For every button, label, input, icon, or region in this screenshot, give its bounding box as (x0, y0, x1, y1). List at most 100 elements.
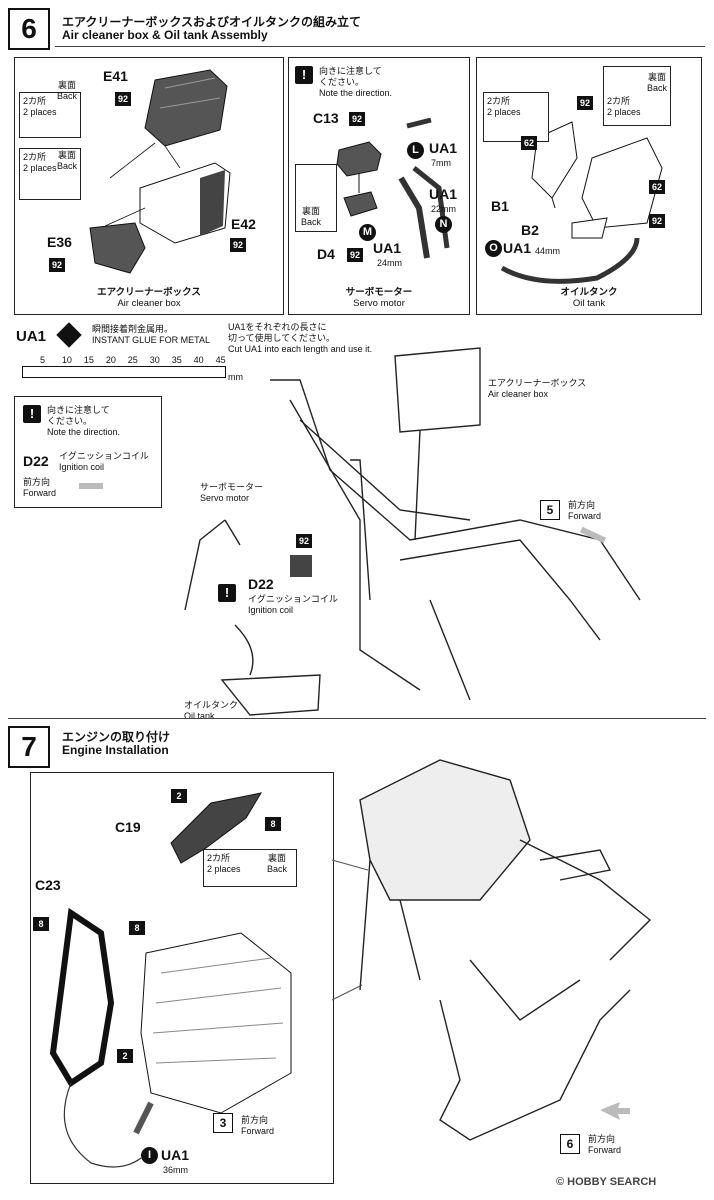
step-6-number: 6 (8, 8, 50, 50)
badge-92-a: 92 (115, 92, 131, 106)
step-7-title-en: Engine Installation (62, 743, 169, 757)
ruler (22, 366, 226, 378)
oil-badge-92-a: 92 (577, 96, 593, 110)
ua-letter-l: L (407, 142, 424, 159)
ruler-tick-label: 40 (193, 355, 204, 365)
ua-n-length: 22mm (431, 204, 457, 214)
oil-badge-92-b: 92 (649, 214, 665, 228)
ua-letter-i: I (141, 1147, 158, 1164)
engine-places-box (203, 849, 297, 887)
ua-letter-n: N (435, 216, 452, 233)
ua-i-length: 36mm (163, 1165, 189, 1175)
engine-badge-8-b: 8 (33, 917, 49, 931)
oil-places-box-2 (603, 66, 671, 126)
ruler-unit: mm (228, 372, 243, 382)
air-cleaner-caption-jp: エアクリーナーボックス (97, 287, 201, 298)
glue-code: UA1 (16, 328, 47, 345)
step-7-title-jp: エンジンの取り付け (62, 730, 171, 744)
forward-arrow-icon (79, 483, 103, 489)
ignition-part: D22 (23, 453, 49, 469)
ua-i-label: UA1 (161, 1147, 190, 1163)
step-6-title-en: Air cleaner box & Oil tank Assembly (62, 28, 268, 42)
ua-o-label: UA1 (503, 240, 532, 256)
frame-forward-arrow-icon (579, 526, 607, 544)
ua-n-label: UA1 (429, 186, 458, 202)
engine-ref-step-3: 3 (213, 1113, 233, 1133)
engine-badge-2-b: 2 (117, 1049, 133, 1063)
ruler-tick-label: 15 (83, 355, 94, 365)
servo-caption-en: Servo motor (353, 298, 405, 309)
ignition-note-icon: ! (23, 405, 41, 423)
part-c13: C13 (313, 110, 339, 126)
servo-caption-jp: サーボモーター (345, 287, 413, 298)
places-box-1 (19, 92, 81, 138)
ua-o-length: 44mm (535, 246, 561, 256)
engine-drawing (49, 792, 292, 1168)
glue-cut-note: UA1をそれぞれの長さに 切って使用してください。Cut UA1 into ea… (228, 322, 373, 354)
frame-ref-step-6: 6 (560, 1134, 580, 1154)
step-7-rule-top (8, 718, 706, 719)
part-c23: C23 (35, 877, 61, 893)
glue-diamond-icon (56, 322, 82, 348)
ruler-tick-label: 35 (171, 355, 182, 365)
ruler-tick-label: 45 (215, 355, 226, 365)
places-box-2 (19, 148, 81, 200)
ua-l-label: UA1 (429, 140, 458, 156)
ruler-tick-label: 25 (127, 355, 138, 365)
ua-letter-o: O (485, 240, 502, 257)
part-e36: E36 (47, 234, 72, 250)
part-c19: C19 (115, 819, 141, 835)
oil-places-box-1 (483, 92, 549, 142)
step-6-rule (55, 46, 705, 47)
ua-letter-m: M (359, 224, 376, 241)
part-e41: E41 (103, 68, 128, 84)
ignition-note-text: 向きに注意して ください。Note the direction. (47, 405, 121, 437)
copyright-mark: © (556, 1176, 565, 1188)
air-cleaner-caption-en: Air cleaner box (117, 298, 181, 309)
servo-back-box (295, 164, 337, 232)
part-d4: D4 (317, 246, 335, 262)
frame-ref-step-5: 5 (540, 500, 560, 520)
note-direction-icon: ! (295, 66, 313, 84)
ignition-note-box: ! 向きに注意して ください。Note the direction. D22 イ… (14, 396, 162, 508)
servo-badge-92-b: 92 (347, 248, 363, 262)
frame-note-icon: ! (218, 584, 236, 602)
engine-badge-8-c: 8 (129, 921, 145, 935)
air-cleaner-drawing (89, 69, 231, 274)
servo-badge-92-a: 92 (349, 112, 365, 126)
step-7-number: 7 (8, 726, 50, 768)
servo-note: 向きに注意して ください。Note the direction. (319, 66, 393, 98)
step-6-title-jp: エアクリーナーボックスおよびオイルタンクの組み立て (62, 15, 362, 29)
part-b1: B1 (491, 198, 509, 214)
badge-92-b: 92 (230, 238, 246, 252)
frame-badge-92: 92 (296, 534, 312, 548)
oil-caption-jp: オイルタンク (560, 287, 618, 298)
engine-badge-8-a: 8 (265, 817, 281, 831)
watermark: © HOBBY SEARCH (556, 1176, 656, 1188)
ruler-tick-label: 10 (61, 355, 72, 365)
oil-badge-62-b: 62 (649, 180, 665, 194)
oil-caption-en: Oil tank (572, 298, 606, 309)
ruler-tick-label: 20 (105, 355, 116, 365)
ua-m-label: UA1 (373, 240, 402, 256)
part-b2: B2 (521, 222, 539, 238)
